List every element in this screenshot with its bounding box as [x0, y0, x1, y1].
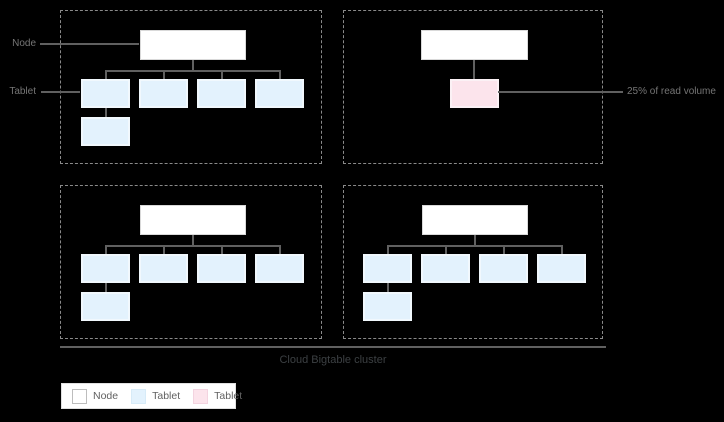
- node-label: Node: [12, 38, 36, 49]
- legend-item-label: Tablet: [214, 390, 243, 402]
- connector-line: [192, 235, 194, 245]
- node-panel-4: [343, 185, 603, 339]
- node-box: [422, 205, 528, 235]
- tablet-box: [255, 254, 304, 283]
- connector-line: [279, 247, 281, 254]
- connector-line: [105, 283, 107, 292]
- node-panel-3: [60, 185, 322, 339]
- connector-line: [387, 283, 389, 292]
- legend-item-label: Tablet: [152, 390, 181, 402]
- connector-line: [163, 247, 165, 254]
- tablet-pink-swatch-icon: [193, 388, 209, 404]
- legend-item-node: Node: [72, 388, 119, 404]
- connector-line: [473, 60, 475, 79]
- node-box: [421, 30, 528, 60]
- tablet-box: [255, 79, 304, 108]
- connector-line: [105, 108, 107, 117]
- cluster-underline: [60, 346, 606, 348]
- node-box: [140, 205, 246, 235]
- connector-line: [105, 70, 281, 72]
- read-volume-label: 25% of read volume: [627, 86, 716, 97]
- node-swatch-icon: [72, 388, 87, 404]
- connector-line: [561, 247, 563, 254]
- tablet-box: [479, 254, 528, 283]
- tablet-callout-line: [41, 91, 80, 93]
- connector-line: [387, 245, 563, 247]
- node-panel-1: [60, 10, 322, 164]
- connector-line: [163, 72, 165, 79]
- connector-line: [105, 247, 107, 254]
- tablet-box: [81, 254, 130, 283]
- connector-line: [279, 72, 281, 79]
- legend-item-tablet-blue: Tablet: [131, 388, 181, 404]
- tablet-box: [537, 254, 586, 283]
- connector-line: [474, 235, 476, 245]
- tablet-box: [363, 254, 412, 283]
- connector-line: [221, 72, 223, 79]
- connector-line: [221, 247, 223, 254]
- tablet-box: [81, 79, 130, 108]
- tablet-box: [197, 79, 246, 108]
- tablet-box: [421, 254, 470, 283]
- connector-line: [387, 247, 389, 254]
- node-box: [140, 30, 246, 60]
- connector-line: [105, 72, 107, 79]
- node-panel-2: [343, 10, 603, 164]
- tablet-blue-swatch-icon: [131, 388, 147, 404]
- legend: Node Tablet Tablet: [61, 383, 242, 409]
- tablet-box: [81, 117, 130, 146]
- connector-line: [503, 247, 505, 254]
- node-callout-line: [40, 43, 139, 45]
- tablet-label: Tablet: [9, 86, 36, 97]
- tablet-box: [139, 79, 188, 108]
- legend-item-tablet-pink: Tablet: [193, 388, 243, 404]
- hot-tablet-box: [450, 79, 499, 108]
- connector-line: [192, 60, 194, 70]
- tablet-box: [81, 292, 130, 321]
- read-volume-callout-line: [498, 91, 623, 93]
- cluster-caption: Cloud Bigtable cluster: [279, 354, 387, 366]
- tablet-box: [363, 292, 412, 321]
- tablet-box: [139, 254, 188, 283]
- legend-item-label: Node: [93, 390, 119, 402]
- connector-line: [105, 245, 281, 247]
- connector-line: [445, 247, 447, 254]
- tablet-box: [197, 254, 246, 283]
